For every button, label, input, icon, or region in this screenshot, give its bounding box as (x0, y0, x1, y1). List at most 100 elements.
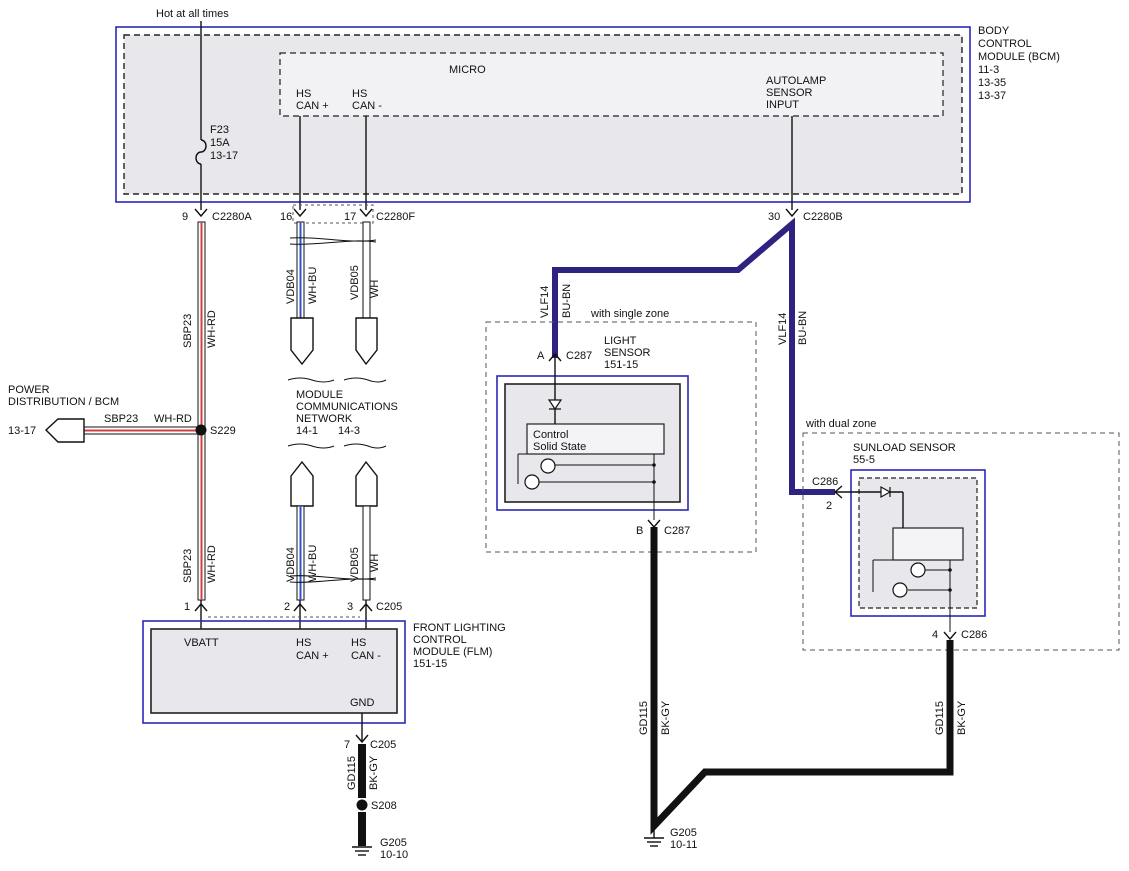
flm-title-2: CONTROL (413, 634, 467, 646)
flm-module (142, 620, 406, 724)
sunload-phototransistor-1 (910, 562, 926, 578)
diode-icon (547, 399, 563, 411)
pin-9: 9 (182, 211, 188, 223)
c286-top-label: C286 (812, 476, 838, 488)
bcm-hs-can-plus-2: CAN + (296, 100, 329, 112)
fuse-ref: 13-17 (210, 150, 238, 162)
power-dist-connector-icon (44, 418, 85, 443)
bcm-hs-can-minus-2: CAN - (352, 100, 382, 112)
wire-gd115-right (650, 527, 954, 835)
wire-vlf14 (552, 217, 835, 495)
network-ref-2: 14-3 (338, 425, 360, 437)
single-zone-label: with single zone (590, 308, 669, 320)
vlf14-label-left: VLF14 (539, 286, 551, 318)
splice-s208 (356, 799, 368, 811)
vdb05-label-upper: VDB05 (349, 265, 361, 300)
wh-rd-label-lower: WH-RD (206, 545, 218, 583)
c287b-label: C287 (664, 525, 690, 537)
flm-hs-can-plus-1: HS (296, 637, 311, 649)
flm-title-1: FRONT LIGHTING (413, 622, 506, 634)
bu-bn-label-right: BU-BN (797, 311, 809, 345)
c205-pin7: 7 (344, 739, 350, 751)
light-sensor-2: SENSOR (604, 347, 651, 359)
bcm-ref-2: 13-35 (978, 77, 1006, 89)
splice-s229 (195, 424, 207, 436)
bk-gy-label-left: BK-GY (368, 755, 380, 790)
c286-pin4: 4 (932, 629, 938, 641)
bcm-module (115, 26, 971, 203)
network-line2: COMMUNICATIONS (296, 401, 398, 413)
flm-hs-can-minus-1: HS (351, 637, 366, 649)
g205-right-ref: 10-11 (670, 839, 697, 851)
dual-zone-label: with dual zone (805, 418, 876, 430)
wh-label-upper: WH (369, 280, 381, 298)
vlf14-label-right: VLF14 (777, 313, 789, 345)
c205-label: C205 (376, 601, 402, 613)
s208-label: S208 (371, 800, 397, 812)
c205-pin3: 3 (347, 601, 353, 613)
flm-gnd: GND (350, 697, 375, 709)
power-dist-line2: DISTRIBUTION / BCM (8, 396, 119, 408)
connector-arrows-c205 (194, 600, 373, 630)
can-wires-lower (287, 443, 387, 601)
network-line1: MODULE (296, 389, 343, 401)
c2280b-label: C2280B (803, 211, 843, 223)
dual-zone-box (802, 432, 1120, 651)
sunload-diode-icon (880, 485, 892, 499)
flm-title-ref: 151-15 (413, 658, 447, 670)
bcm-title-line3: MODULE (BCM) (978, 51, 1060, 63)
sbp23-label-lower: SBP23 (182, 549, 194, 583)
c205-gnd-label: C205 (370, 739, 396, 751)
power-dist-line1: POWER (8, 384, 50, 396)
wire-sbp23 (83, 221, 206, 601)
phototransistor-icon-2 (524, 474, 540, 490)
autolamp-3: INPUT (766, 99, 799, 111)
fuse-rating: 15A (210, 137, 230, 149)
network-line3: NETWORK (296, 413, 353, 425)
c286-pin2: 2 (826, 500, 832, 512)
wh-rd-label-upper: WH-RD (206, 310, 218, 348)
flm-vbatt: VBATT (184, 637, 219, 649)
wh-bu-label-lower: WH-BU (307, 545, 319, 582)
ground-icon-right (644, 826, 664, 847)
wh-label-lower: WH (369, 554, 381, 572)
bcm-title-line2: CONTROL (978, 38, 1032, 50)
connector-arrows-bcm (194, 204, 799, 224)
light-sensor-1: LIGHT (604, 335, 637, 347)
single-zone-box (485, 321, 757, 553)
g205-left-ref: 10-10 (380, 849, 408, 861)
micro-label: MICRO (449, 64, 486, 76)
autolamp-2: SENSOR (766, 87, 813, 99)
fuse-name: F23 (210, 124, 229, 136)
s229-label: S229 (210, 425, 236, 437)
light-sensor-module (496, 354, 689, 520)
vdb04-label-lower: VDB04 (285, 547, 297, 582)
g205-right: G205 (670, 827, 697, 839)
bu-bn-label-left: BU-BN (561, 284, 573, 318)
pin-17: 17 (344, 211, 356, 223)
fuse-icon (195, 139, 207, 165)
c2280f-label: C2280F (376, 211, 415, 223)
c2280a-label: C2280A (212, 211, 252, 223)
vdb05-label-lower: VDB05 (349, 547, 361, 582)
bcm-ref-1: 11-3 (978, 64, 999, 76)
gd115-label-mid: GD115 (638, 701, 650, 735)
phototransistor-icon-1 (540, 458, 556, 474)
sunload-sensor-2: 55-5 (853, 454, 875, 466)
c205-pin1: 1 (184, 601, 190, 613)
g205-left: G205 (380, 837, 407, 849)
light-sensor-3: 151-15 (604, 359, 638, 371)
bk-gy-label-right: BK-GY (956, 700, 968, 735)
control-label-2: Solid State (533, 441, 586, 453)
sunload-phototransistor-2 (892, 582, 908, 598)
sbp23-label-upper: SBP23 (182, 314, 194, 348)
wh-rd-horizontal-label: WH-RD (154, 413, 192, 425)
power-dist-ref: 13-17 (8, 425, 36, 437)
network-ref-1: 14-1 (296, 425, 318, 437)
flm-ground-wire (355, 713, 369, 846)
sunload-sensor-module (835, 469, 986, 632)
c286-bottom-label: C286 (961, 629, 987, 641)
bcm-ref-3: 13-37 (978, 90, 1006, 102)
flm-hs-can-plus-2: CAN + (296, 650, 329, 662)
